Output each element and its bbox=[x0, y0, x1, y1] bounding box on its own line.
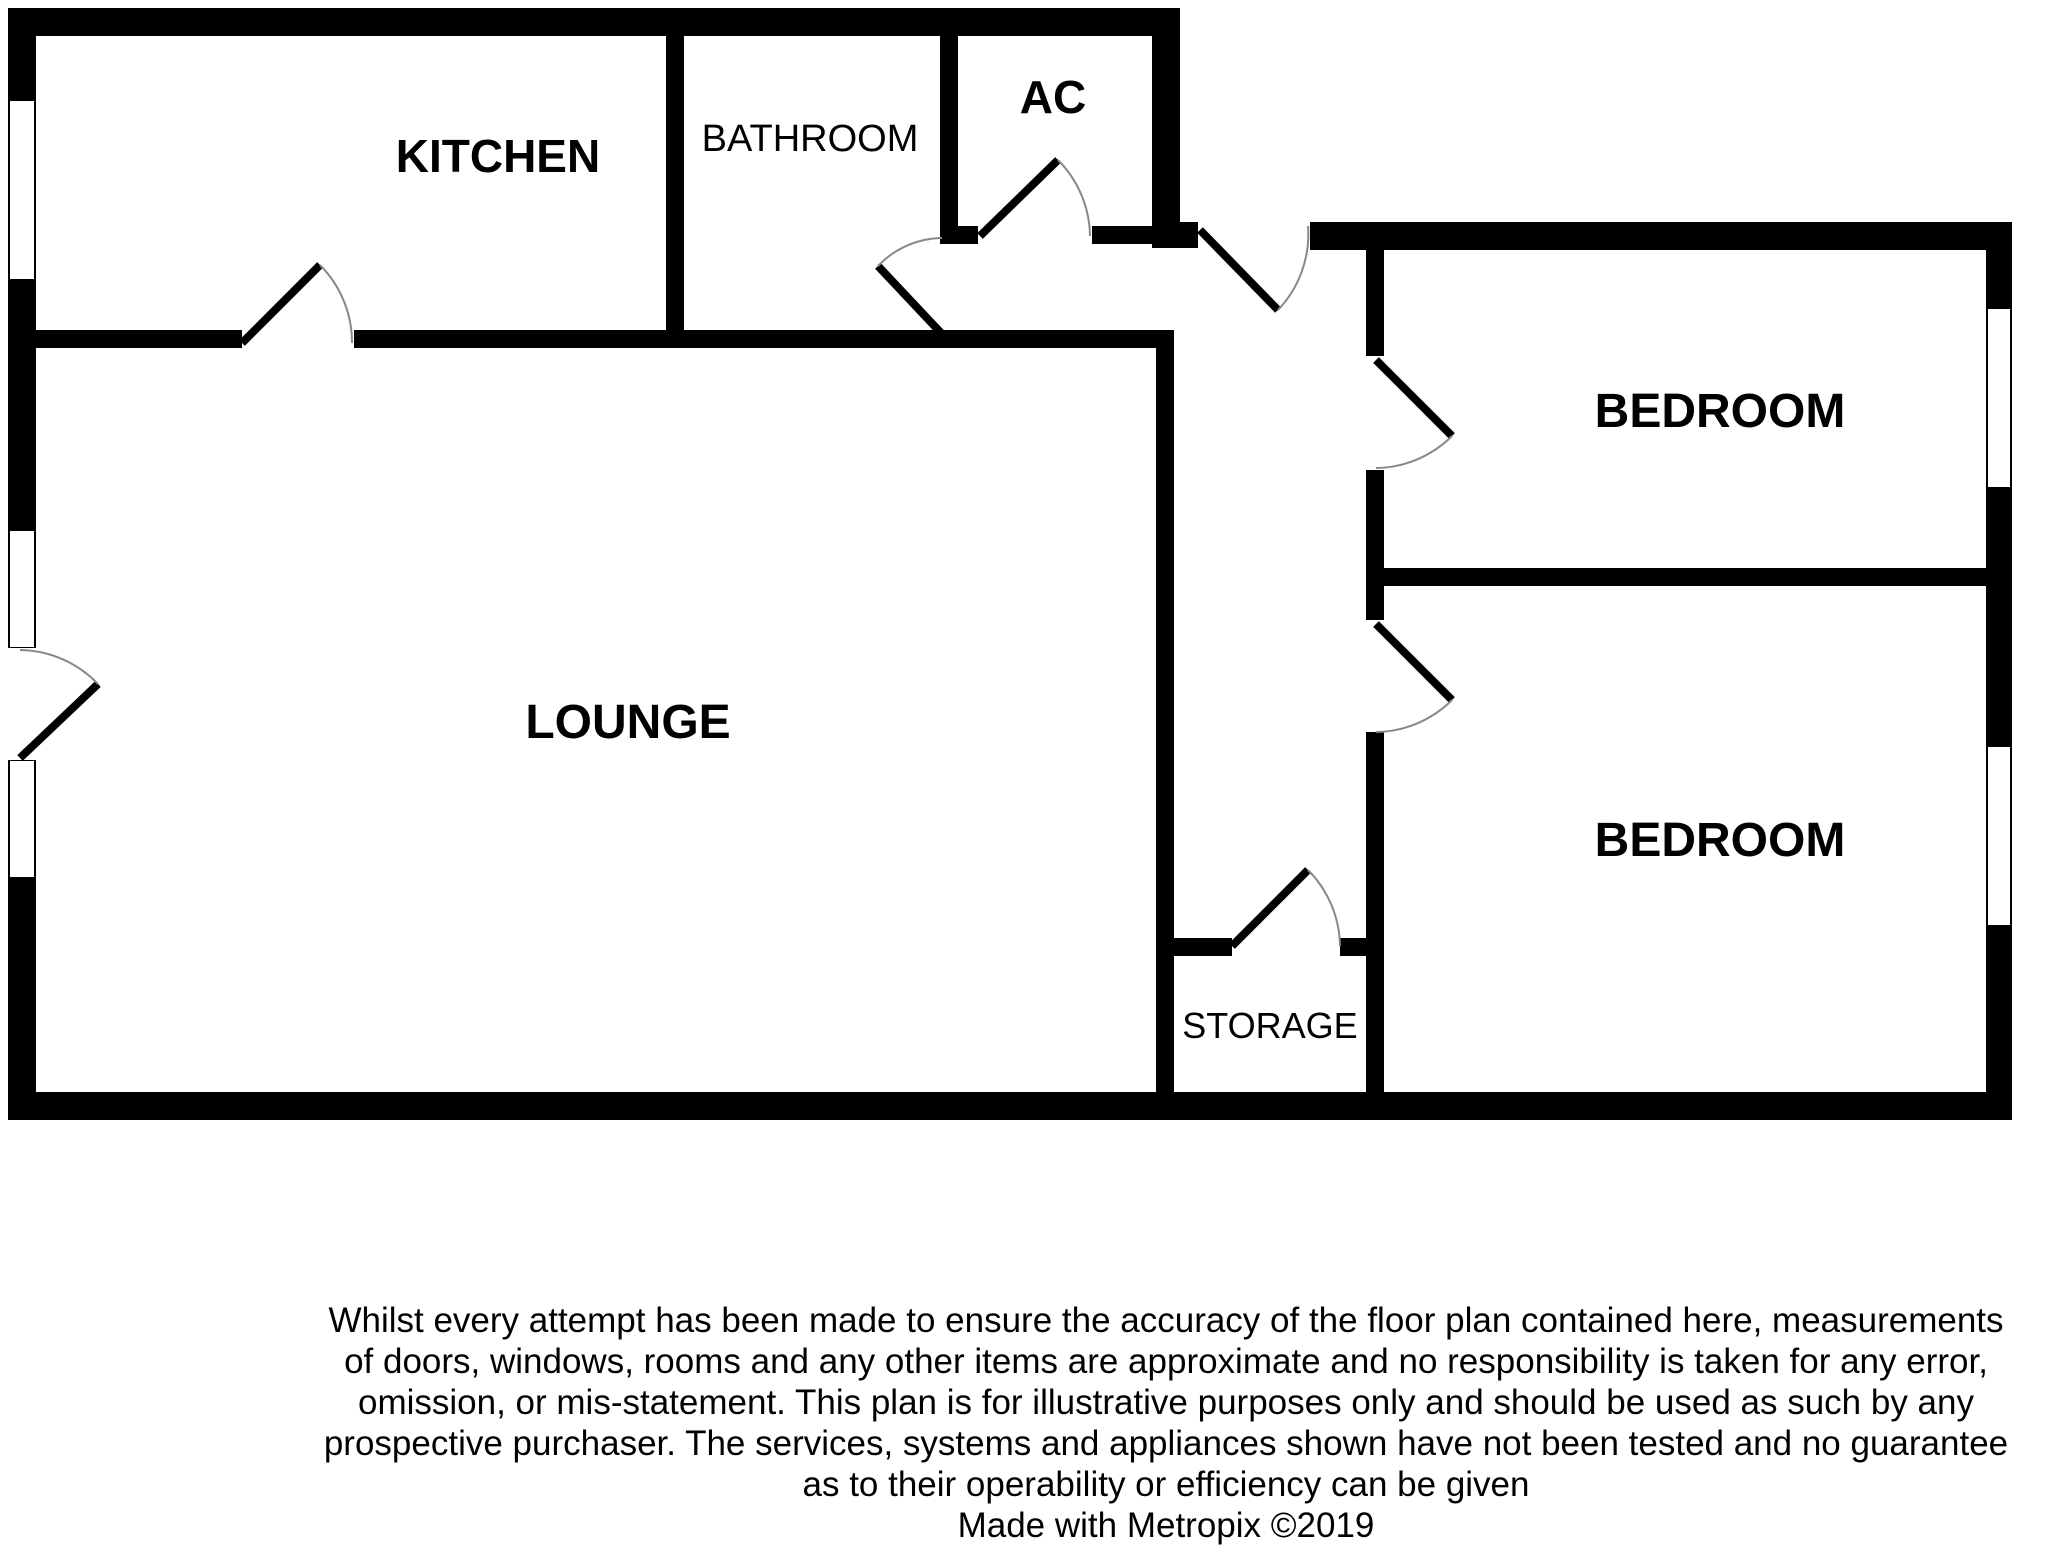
credit-text: Made with Metropix ©2019 bbox=[957, 1506, 1375, 1545]
room-label-storage: STORAGE bbox=[1182, 1005, 1357, 1046]
window-lounge-upper bbox=[8, 529, 36, 649]
room-label-bedroom-1: BEDROOM bbox=[1595, 385, 1846, 438]
room-label-ac: AC bbox=[1020, 71, 1086, 123]
wall-kitchen-lounge-a bbox=[30, 330, 242, 348]
door-kitchen bbox=[239, 262, 354, 346]
window-kitchen bbox=[8, 99, 36, 281]
wall-lounge-right bbox=[1156, 330, 1174, 1100]
door-hall bbox=[1197, 225, 1310, 313]
wall-bedroom-left-a bbox=[1366, 240, 1384, 356]
door-bedroom-2 bbox=[1373, 621, 1455, 733]
window-bedroom-1 bbox=[1986, 307, 2012, 489]
wall-bathroom-ac bbox=[940, 30, 958, 234]
wall-top-left bbox=[8, 8, 1180, 36]
door-entrance bbox=[17, 649, 101, 761]
outer-walls bbox=[8, 8, 2012, 1120]
room-label-lounge: LOUNGE bbox=[525, 696, 730, 749]
disclaimer-line: omission, or mis-statement. This plan is… bbox=[358, 1383, 1974, 1422]
entrance-gap bbox=[8, 648, 36, 760]
door-storage bbox=[1229, 867, 1341, 949]
wall-kitchen-bathroom bbox=[666, 30, 684, 340]
disclaimer: Whilst every attempt has been made to en… bbox=[276, 1300, 2048, 1546]
wall-top-right bbox=[1310, 222, 2012, 250]
room-label-bathroom: BATHROOM bbox=[702, 118, 919, 160]
door-bathroom bbox=[875, 237, 945, 337]
window-lounge-lower bbox=[8, 759, 36, 879]
disclaimer-line: of doors, windows, rooms and any other i… bbox=[344, 1342, 1988, 1381]
disclaimer-line: Whilst every attempt has been made to en… bbox=[328, 1301, 2004, 1340]
wall-bedroom-left-b bbox=[1366, 470, 1384, 620]
wall-bottom bbox=[8, 1092, 2012, 1120]
room-label-bedroom-2: BEDROOM bbox=[1595, 814, 1846, 867]
wall-bedroom-left-c bbox=[1366, 732, 1384, 1102]
wall-storage-top-b bbox=[1340, 938, 1376, 956]
wall-lounge-top-right bbox=[940, 330, 1174, 348]
door-ac bbox=[977, 157, 1091, 239]
doors bbox=[17, 157, 1455, 949]
disclaimer-line: as to their operability or efficiency ca… bbox=[802, 1465, 1530, 1504]
disclaimer-line: prospective purchaser. The services, sys… bbox=[323, 1424, 2009, 1463]
wall-storage-top-a bbox=[1166, 938, 1232, 956]
wall-hall-stub bbox=[1152, 222, 1198, 248]
room-label-kitchen: KITCHEN bbox=[396, 130, 600, 182]
wall-ac-right bbox=[1152, 8, 1180, 248]
windows bbox=[8, 99, 2012, 927]
wall-bedroom-divider bbox=[1376, 568, 1996, 586]
window-bedroom-2 bbox=[1986, 745, 2012, 927]
door-bedroom-1 bbox=[1373, 357, 1455, 469]
interior-walls bbox=[30, 30, 1996, 1102]
wall-ac-bottom-a bbox=[940, 226, 978, 244]
wall-kitchen-lounge-b bbox=[354, 330, 944, 348]
